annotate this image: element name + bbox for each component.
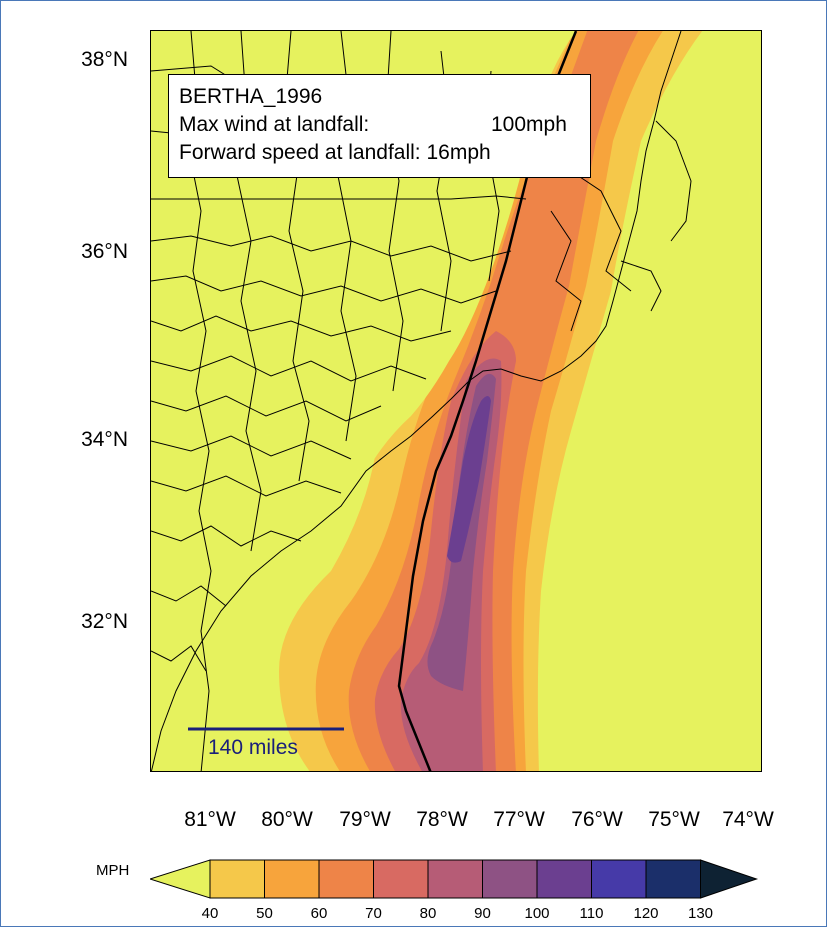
lon-label-79: 79°W	[339, 808, 391, 831]
colorbar-cell-below-40	[150, 859, 211, 899]
lon-label-76: 76°W	[571, 808, 623, 831]
lon-label-81: 81°W	[184, 808, 236, 831]
colorbar-cell-70	[373, 859, 429, 899]
colorbar	[150, 859, 759, 899]
colorbar-cell-100	[536, 859, 592, 899]
colorbar-tick-110: 110	[579, 905, 604, 922]
lat-label-38: 38°N	[81, 48, 128, 71]
max-wind-value: 100mph	[491, 113, 567, 136]
colorbar-title: MPH	[96, 862, 130, 879]
colorbar-cell-90	[482, 859, 538, 899]
forward-speed-value: 16mph	[426, 141, 491, 164]
forward-speed-line: Forward speed at landfall: 16mph	[179, 139, 580, 167]
colorbar-cell-40	[209, 859, 265, 899]
storm-name: BERTHA_1996	[179, 85, 323, 108]
lat-label-36: 36°N	[81, 240, 128, 263]
colorbar-tick-80: 80	[419, 905, 437, 922]
colorbar-cell-60	[318, 859, 374, 899]
max-wind-line: Max wind at landfall: 100mph	[179, 111, 580, 139]
colorbar-cell-120	[645, 859, 701, 899]
colorbar-tick-60: 60	[310, 905, 328, 922]
max-wind-label: Max wind at landfall:	[179, 113, 370, 136]
lat-label-34: 34°N	[81, 428, 128, 451]
lon-label-77: 77°W	[493, 808, 545, 831]
colorbar-tick-100: 100	[524, 905, 550, 922]
forward-speed-label: Forward speed at landfall:	[179, 141, 421, 164]
storm-info-box: BERTHA_1996 Max wind at landfall: 100mph…	[168, 74, 591, 178]
colorbar-tick-120: 120	[633, 905, 659, 922]
storm-name-line: BERTHA_1996	[179, 83, 580, 111]
colorbar-tick-40: 40	[201, 905, 219, 922]
colorbar-tick-130: 130	[687, 905, 714, 922]
lon-label-74: 74°W	[722, 808, 774, 831]
colorbar-cell-50	[264, 859, 320, 899]
lon-label-78: 78°W	[416, 808, 468, 831]
scale-bar-label: 140 miles	[208, 736, 298, 759]
colorbar-tick-50: 50	[256, 905, 273, 922]
lat-label-32: 32°N	[81, 610, 128, 633]
colorbar-tick-70: 70	[365, 905, 382, 922]
colorbar-cell-110	[591, 859, 647, 899]
colorbar-cell-80	[427, 859, 483, 899]
lon-label-80: 80°W	[261, 808, 313, 831]
colorbar-cell-above-130	[700, 859, 759, 899]
lon-label-75: 75°W	[648, 808, 700, 831]
swath-band-100-110	[447, 396, 491, 563]
colorbar-tick-90: 90	[474, 905, 491, 922]
